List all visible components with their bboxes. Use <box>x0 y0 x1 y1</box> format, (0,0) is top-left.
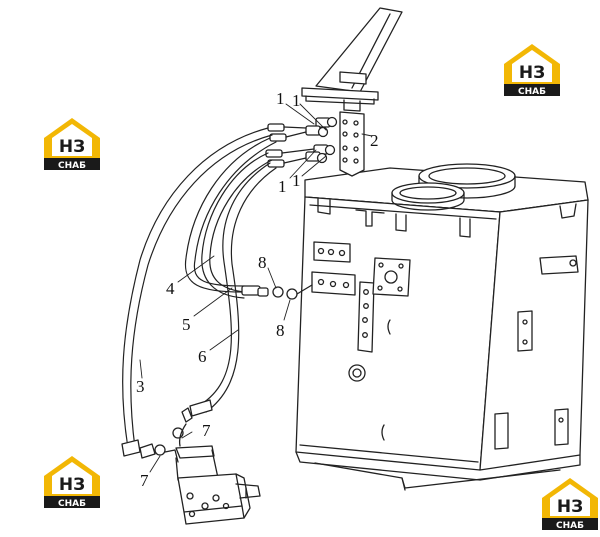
callout-8b: 8 <box>276 321 285 340</box>
brand-logo-top-left: НЗ СНАБ <box>40 116 104 172</box>
callout-1c: 1 <box>278 177 287 196</box>
svg-text:СНАБ: СНАБ <box>58 499 86 509</box>
callout-6: 6 <box>198 347 207 366</box>
callout-7a: 7 <box>202 421 211 440</box>
svg-text:НЗ: НЗ <box>59 475 85 495</box>
svg-text:СНАБ: СНАБ <box>58 161 86 171</box>
callout-8a: 8 <box>258 253 267 272</box>
svg-text:НЗ: НЗ <box>519 63 545 83</box>
callout-3: 3 <box>136 377 145 396</box>
hose-end-fittings <box>121 284 313 459</box>
brand-logo-bottom-left: НЗ СНАБ <box>40 454 104 510</box>
drain-plug <box>348 364 366 382</box>
foot-pedal <box>301 7 403 112</box>
brand-logo-bottom-right: НЗ СНАБ <box>538 476 600 532</box>
callout-1b: 1 <box>292 91 301 110</box>
svg-text:НЗ: НЗ <box>59 137 85 157</box>
callout-1d: 1 <box>292 171 301 190</box>
callout-1a: 1 <box>276 89 285 108</box>
brake-valve-body <box>339 111 365 177</box>
callout-7b: 7 <box>140 471 149 490</box>
svg-text:СНАБ: СНАБ <box>556 521 584 531</box>
svg-text:СНАБ: СНАБ <box>518 87 546 97</box>
hydraulic-tank <box>295 163 589 491</box>
callout-4: 4 <box>166 279 175 298</box>
vertical-strip-plate <box>357 281 375 353</box>
valve-block <box>175 445 261 525</box>
filler-neck-large <box>418 163 516 199</box>
mounting-plate-middle <box>311 271 356 296</box>
right-plate-upper <box>517 310 533 352</box>
leader-lines <box>139 103 373 473</box>
hoses <box>122 127 277 449</box>
svg-text:НЗ: НЗ <box>557 497 583 517</box>
mounting-plate-upper <box>313 241 351 263</box>
filler-neck-small <box>391 182 465 211</box>
brand-logo-top-right: НЗ СНАБ <box>500 42 564 98</box>
callout-5: 5 <box>182 315 191 334</box>
square-flange <box>372 257 411 297</box>
callout-2: 2 <box>370 131 379 150</box>
